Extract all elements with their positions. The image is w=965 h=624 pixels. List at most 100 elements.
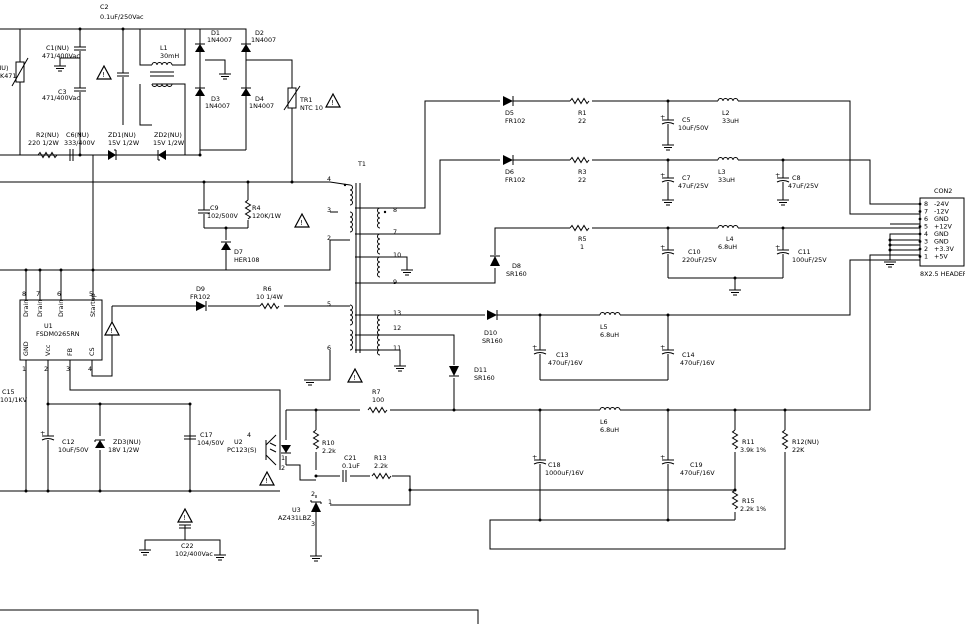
r11-val: 3.9k 1% bbox=[740, 446, 766, 454]
c9-ref: C9 bbox=[210, 204, 219, 212]
ecap-c19 bbox=[659, 452, 675, 465]
con2-pin bbox=[918, 217, 922, 221]
ecap-c5 bbox=[659, 112, 675, 125]
r6-ref: R6 bbox=[263, 285, 272, 293]
r12-val: 22K bbox=[792, 446, 805, 454]
d9-ref: D9 bbox=[196, 285, 205, 293]
t1-pin-num: 5 bbox=[327, 300, 331, 308]
c12-ref: C12 bbox=[62, 438, 75, 446]
resistor-r12 bbox=[782, 429, 788, 450]
u1-pin-num: 4 bbox=[88, 365, 92, 373]
cap-c21 bbox=[342, 470, 347, 482]
ecap-c18 bbox=[531, 452, 547, 465]
con2-pin-label: -24V bbox=[934, 200, 949, 208]
c22-val: 102/400Vac bbox=[175, 550, 213, 558]
resistor-r11 bbox=[732, 429, 738, 450]
con2-pin-num: 1 bbox=[924, 253, 928, 261]
ecap-c14 bbox=[659, 342, 675, 355]
svg-text:!: ! bbox=[331, 99, 334, 107]
c2-ref: C2 bbox=[100, 3, 109, 11]
diode-d5 bbox=[503, 96, 514, 106]
r6-val: 10 1/4W bbox=[256, 293, 283, 301]
l2-val: 33uH bbox=[722, 117, 739, 125]
diode-d11 bbox=[449, 366, 459, 377]
zener-zd3 bbox=[94, 439, 105, 448]
diode-d6 bbox=[503, 155, 514, 165]
c9-val: 102/500V bbox=[207, 212, 239, 220]
d4-ref: D4 bbox=[255, 95, 264, 103]
resistor-r15 bbox=[732, 489, 738, 510]
inductor-l2 bbox=[717, 98, 739, 102]
d11-ref: D11 bbox=[474, 366, 487, 374]
con2-pin-num: 8 bbox=[924, 200, 928, 208]
r4-ref: R4 bbox=[252, 204, 261, 212]
d8-val: SR160 bbox=[506, 270, 527, 278]
svg-text:!: ! bbox=[102, 71, 105, 79]
c21-ref: C21 bbox=[344, 454, 357, 462]
resistor-r13 bbox=[371, 473, 392, 479]
u1-pin-num: 1 bbox=[22, 365, 26, 373]
d6-ref: D6 bbox=[505, 168, 514, 176]
u1-pin-label: GND bbox=[22, 341, 30, 356]
d3-ref: D3 bbox=[211, 95, 220, 103]
resistor-r6 bbox=[259, 303, 280, 309]
l1-ref: L1 bbox=[160, 44, 168, 52]
c19-val: 470uF/16V bbox=[680, 469, 715, 477]
cap-c22 bbox=[179, 524, 191, 529]
ecap-c12 bbox=[39, 428, 55, 441]
c5-ref: C5 bbox=[682, 116, 691, 124]
warning-icon: ! bbox=[294, 213, 310, 228]
warning-icon: ! bbox=[104, 321, 120, 336]
ntc-tr1 bbox=[283, 85, 301, 111]
u2-pin2: 2 bbox=[281, 464, 285, 472]
t1-pin-num: 7 bbox=[393, 228, 397, 236]
r1-val: 22 bbox=[578, 117, 586, 125]
c14-val: 470uF/16V bbox=[680, 359, 715, 367]
u1-pin-num: 8 bbox=[22, 290, 26, 298]
shunt-ref-u3 bbox=[310, 500, 322, 512]
c10-val: 220uF/25V bbox=[682, 256, 717, 264]
r4-val: 120K/1W bbox=[252, 212, 282, 220]
d1-ref: D1 bbox=[211, 29, 220, 37]
zd3-ref: ZD3(NU) bbox=[113, 438, 141, 446]
warning-icon: ! bbox=[177, 508, 193, 523]
d3-val: 1N4007 bbox=[205, 102, 230, 110]
c11-val: 100uF/25V bbox=[792, 256, 827, 264]
l3-val: 33uH bbox=[718, 176, 735, 184]
inductor-l5 bbox=[599, 312, 621, 316]
r5-ref: R5 bbox=[578, 235, 587, 243]
r3-ref: R3 bbox=[578, 168, 587, 176]
diode-d9 bbox=[196, 301, 207, 311]
c13-val: 470uF/16V bbox=[548, 359, 583, 367]
zd2-val: 15V 1/2W bbox=[153, 139, 185, 147]
con2-val: 8X2.5 HEADER bbox=[920, 270, 965, 278]
con2-pin-num: 2 bbox=[924, 245, 928, 253]
con2-pin bbox=[918, 202, 922, 206]
cap-c3 bbox=[73, 87, 87, 92]
r13-ref: R13 bbox=[374, 454, 387, 462]
con2-pin bbox=[918, 240, 922, 243]
r13-val: 2.2k bbox=[374, 462, 388, 470]
r5-val: 1 bbox=[580, 243, 584, 251]
c5-val: 10uF/50V bbox=[678, 124, 709, 132]
d10-ref: D10 bbox=[484, 329, 497, 337]
d7-val: HER108 bbox=[234, 256, 259, 264]
c15-val: 101/1KV bbox=[0, 396, 28, 404]
l6-val: 6.8uH bbox=[600, 426, 619, 434]
con2-pin bbox=[918, 225, 922, 228]
r7-val: 100 bbox=[372, 396, 384, 404]
u1-pin-num: 3 bbox=[66, 365, 70, 373]
u2-ref: U2 bbox=[234, 438, 243, 446]
l5-ref: L5 bbox=[600, 323, 608, 331]
d11-val: SR160 bbox=[474, 374, 495, 382]
con2-pin bbox=[918, 247, 922, 251]
resistor-r3 bbox=[569, 157, 590, 163]
diode-d10 bbox=[487, 310, 498, 320]
u1-pin-label: Drain bbox=[36, 300, 44, 317]
r12-ref: R12(NU) bbox=[792, 438, 819, 446]
ecap-c11 bbox=[774, 242, 790, 255]
zd3-val: 18V 1/2W bbox=[108, 446, 140, 454]
t1-pin-num: 9 bbox=[393, 278, 397, 286]
c17-val: 104/50V bbox=[197, 439, 224, 447]
